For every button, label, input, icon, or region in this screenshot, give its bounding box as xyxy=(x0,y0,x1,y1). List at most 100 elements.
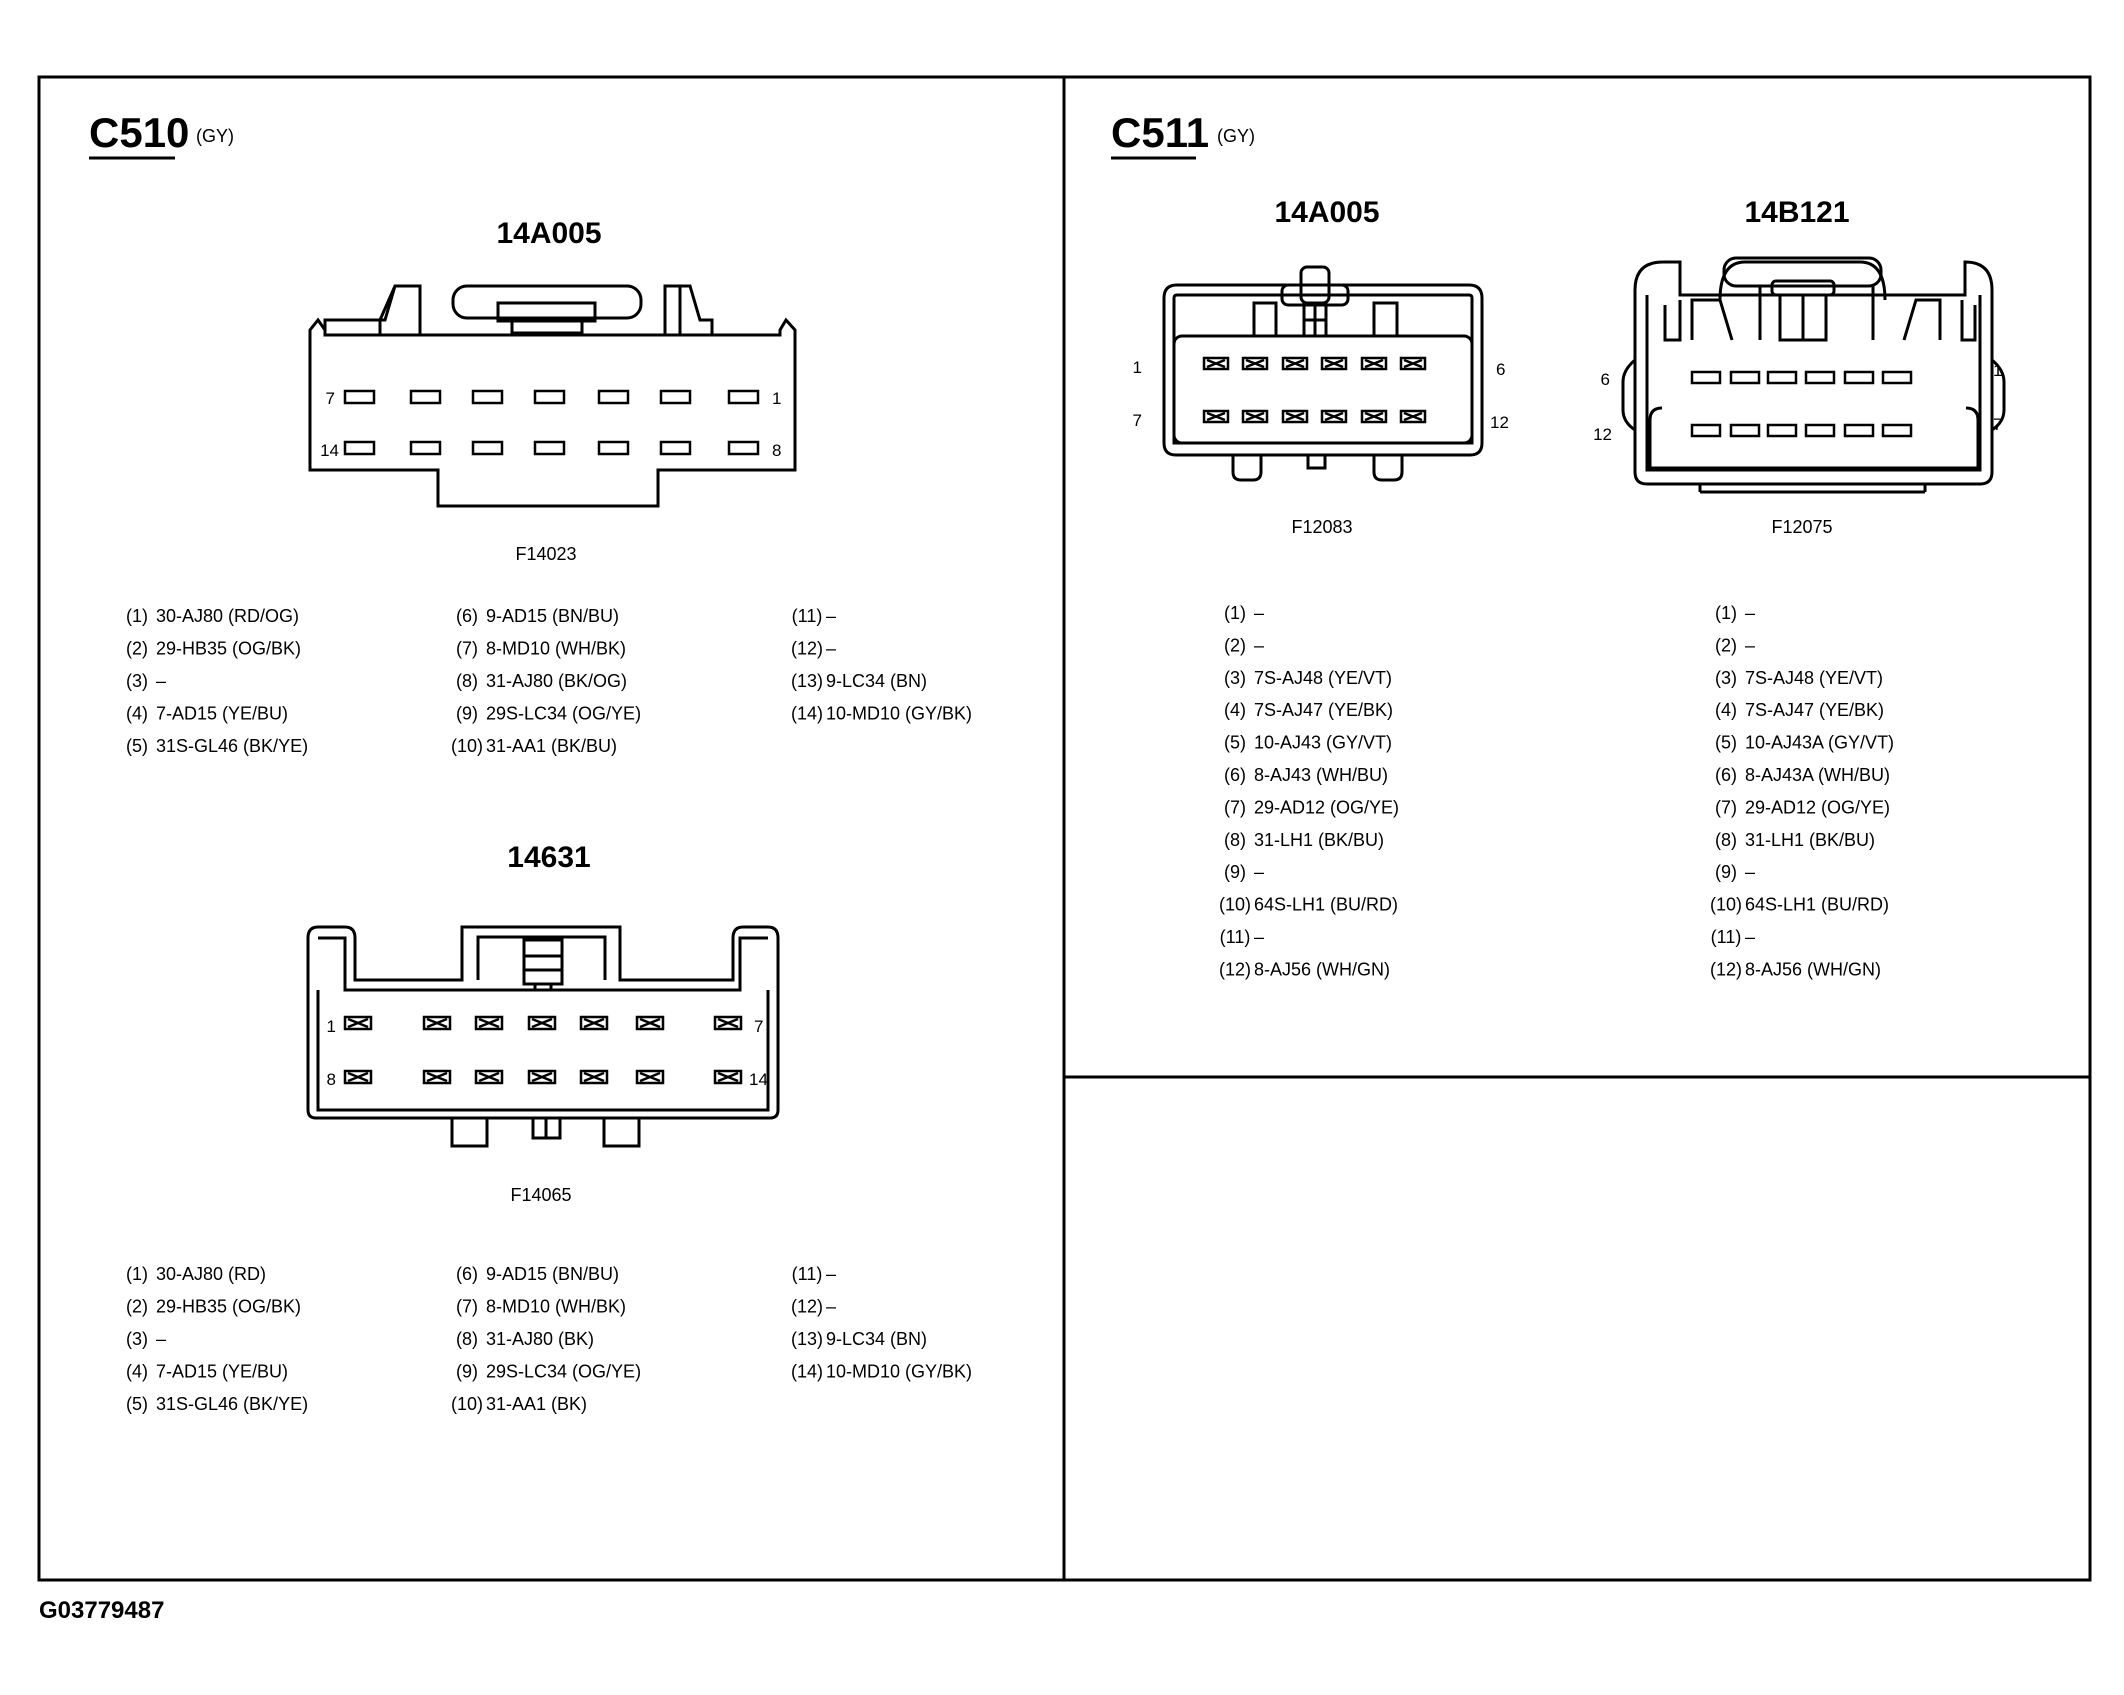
c510-conn2-part-number: 14631 xyxy=(507,841,590,874)
pin-circuit: 29S-LC34 (OG/YE) xyxy=(486,704,641,724)
pin-circuit: 64S-LH1 (BU/RD) xyxy=(1254,895,1398,915)
c510-title: C510 xyxy=(89,109,189,156)
c511-conn2-pin-label-bottom-left: 12 xyxy=(1593,425,1612,444)
pin-circuit: 31-LH1 (BK/BU) xyxy=(1745,830,1875,850)
c510-header: C510 (GY) xyxy=(89,109,234,160)
c511-conn2-pin-label-bottom-right: 7 xyxy=(1993,415,2002,434)
c510-conn2-pins xyxy=(343,1015,743,1085)
c511-conn1-pin-label-bottom-right: 12 xyxy=(1490,413,1509,432)
pin-circuit: 8-AJ43 (WH/BU) xyxy=(1254,765,1388,785)
c511-conn2-part-number: 14B121 xyxy=(1744,196,1849,229)
pin-number: (2) xyxy=(126,639,148,659)
pin-number: (13) xyxy=(791,671,823,691)
c510-conn2-pinout: (1)30-AJ80 (RD)(2)29-HB35 (OG/BK)(3)–(4)… xyxy=(126,1264,972,1414)
c511-conn1-part-number: 14A005 xyxy=(1274,196,1379,229)
pin-circuit: 31S-GL46 (BK/YE) xyxy=(156,736,308,756)
c511-conn1-figure: F12083 xyxy=(1291,517,1352,537)
pin-circuit: 29-AD12 (OG/YE) xyxy=(1254,797,1399,817)
pin-number: (1) xyxy=(126,1264,148,1284)
pin-number: (4) xyxy=(126,1362,148,1382)
pin-circuit: – xyxy=(1254,862,1264,882)
pin-number: (2) xyxy=(1715,635,1737,655)
pin-number: (9) xyxy=(456,704,478,724)
pin-number: (11) xyxy=(792,1264,823,1284)
pin-number: (5) xyxy=(126,736,148,756)
pin-number: (13) xyxy=(791,1329,823,1349)
c511-conn2-pin-label-top-right: 1 xyxy=(1993,361,2002,380)
c511-conn1-pin-label-bottom-left: 7 xyxy=(1133,411,1142,430)
pin-circuit: – xyxy=(1254,635,1264,655)
pin-number: (11) xyxy=(792,606,823,626)
c510-conn1-pin-label-bottom-left: 14 xyxy=(320,441,339,460)
c510-conn1-pinout: (1) 30-AJ80 (RD/OG) (2) 29-HB35 (OG/BK) (3) –… xyxy=(126,606,972,756)
pin-number: (8) xyxy=(1715,830,1737,850)
pin-number: (1) xyxy=(126,606,148,626)
pin-number: (10) xyxy=(1219,895,1251,915)
c510-conn2-pin-label-top-right: 7 xyxy=(754,1017,763,1036)
pin-number: (9) xyxy=(1715,862,1737,882)
pin-number: (10) xyxy=(451,736,483,756)
pin-number: (12) xyxy=(791,639,823,659)
pin-circuit: 9-LC34 (BN) xyxy=(826,671,927,691)
pin-circuit: 8-MD10 (WH/BK) xyxy=(486,639,626,659)
pin-number: (2) xyxy=(1224,635,1246,655)
pin-number: (6) xyxy=(1224,765,1246,785)
c511-conn2-pinout: (1)–(2)–(3)7S-AJ48 (YE/VT)(4)7S-AJ47 (YE… xyxy=(1710,603,1894,979)
pin-number: (5) xyxy=(1224,733,1246,753)
pin-number: (3) xyxy=(126,671,148,691)
c511-connector-2: 14B121 xyxy=(1593,196,2006,979)
c511-conn1-pins xyxy=(1202,356,1427,424)
pin-circuit: 8-AJ43A (WH/BU) xyxy=(1745,765,1890,785)
pin-circuit: – xyxy=(1745,635,1755,655)
pin-circuit: 31-LH1 (BK/BU) xyxy=(1254,830,1384,850)
pin-circuit: – xyxy=(1745,862,1755,882)
pin-number: (6) xyxy=(456,1264,478,1284)
c511-connector-1: 14A005 1 6 7 12 F12083 (1)–(2)–(3)7S-AJ4… xyxy=(1133,196,1509,979)
c510-conn2-figure: F14065 xyxy=(510,1185,571,1205)
pin-circuit: 8-AJ56 (WH/GN) xyxy=(1745,959,1881,979)
c511-conn2-drawing xyxy=(1621,256,2006,494)
c510-conn2-pin-label-bottom-right: 14 xyxy=(749,1070,768,1089)
pin-number: (3) xyxy=(126,1329,148,1349)
pin-circuit: 31S-GL46 (BK/YE) xyxy=(156,1394,308,1414)
c510-conn1-drawing xyxy=(308,284,797,508)
pin-number: (9) xyxy=(1224,862,1246,882)
pin-circuit: 29-AD12 (OG/YE) xyxy=(1745,797,1890,817)
pin-circuit: – xyxy=(1745,603,1755,623)
pin-circuit: 30-AJ80 (RD/OG) xyxy=(156,606,299,626)
pin-circuit: 10-AJ43A (GY/VT) xyxy=(1745,733,1894,753)
pin-circuit: 31-AJ80 (BK/OG) xyxy=(486,671,627,691)
pin-number: (12) xyxy=(1710,959,1742,979)
c510-connector-2: 14631 1 7 8 14 F14065 (1)30-AJ80 (RD)(2)… xyxy=(126,841,972,1414)
pin-circuit: 7-AD15 (YE/BU) xyxy=(156,704,288,724)
pin-circuit: 7S-AJ48 (YE/VT) xyxy=(1745,668,1883,688)
pin-number: (11) xyxy=(1711,927,1742,947)
pin-number: (10) xyxy=(451,1394,483,1414)
pin-circuit: 7S-AJ47 (YE/BK) xyxy=(1254,700,1393,720)
pin-circuit: 29-HB35 (OG/BK) xyxy=(156,639,301,659)
c511-conn2-pins xyxy=(1690,370,1913,438)
c510-conn2-drawing xyxy=(306,925,780,1148)
pin-circuit: – xyxy=(826,606,836,626)
c510-conn1-part-number: 14A005 xyxy=(496,217,601,250)
pin-circuit: 10-MD10 (GY/BK) xyxy=(826,1362,972,1382)
pin-number: (2) xyxy=(126,1297,148,1317)
pin-circuit: 9-AD15 (BN/BU) xyxy=(486,1264,619,1284)
c511-conn1-pin-label-top-left: 1 xyxy=(1133,358,1142,377)
pin-circuit: 31-AA1 (BK/BU) xyxy=(486,736,617,756)
pin-circuit: 7S-AJ47 (YE/BK) xyxy=(1745,700,1884,720)
pin-number: (14) xyxy=(791,704,823,724)
c510-conn1-figure: F14023 xyxy=(515,544,576,564)
c510-conn2-pin-label-bottom-left: 8 xyxy=(327,1070,336,1089)
pin-number: (1) xyxy=(1715,603,1737,623)
pin-number: (7) xyxy=(456,639,478,659)
pin-circuit: – xyxy=(826,1264,836,1284)
pin-circuit: 10-AJ43 (GY/VT) xyxy=(1254,733,1392,753)
c511-conn1-drawing xyxy=(1162,265,1484,482)
pin-number: (7) xyxy=(456,1297,478,1317)
pin-number: (5) xyxy=(1715,733,1737,753)
pin-circuit: 9-LC34 (BN) xyxy=(826,1329,927,1349)
pin-circuit: 29-HB35 (OG/BK) xyxy=(156,1297,301,1317)
pin-number: (7) xyxy=(1715,797,1737,817)
pin-number: (6) xyxy=(1715,765,1737,785)
